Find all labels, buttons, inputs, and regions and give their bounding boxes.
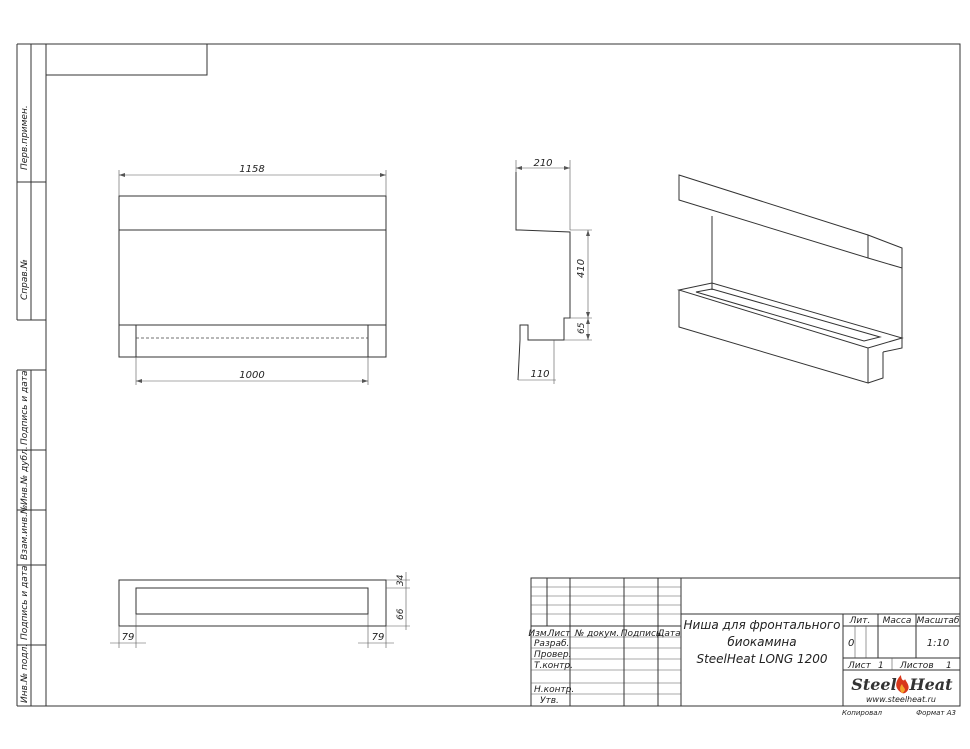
- copied-label: Копировал: [842, 709, 883, 717]
- drawing-title-line3: SteelHeat LONG 1200: [696, 652, 827, 666]
- side-strip: [16, 43, 46, 707]
- side-label-vzam-inv: Взам.инв.№: [20, 505, 30, 560]
- col-date: Дата: [656, 629, 680, 639]
- side-label-inv-podl: Инв.№ подл.: [20, 644, 30, 703]
- dim-front-inner: 1000: [239, 370, 264, 381]
- format-label: Формат A3: [916, 709, 956, 717]
- dim-top-height-1: 34: [396, 574, 406, 586]
- col-izm: Изм.: [528, 629, 549, 639]
- col-doc: № докум.: [574, 629, 619, 639]
- dim-top-height-2: 66: [396, 608, 406, 620]
- side-label-podpis-data-2: Подпись и дата: [20, 565, 30, 640]
- scale-value: 1:10: [927, 638, 949, 649]
- drawing-frame: [45, 43, 961, 707]
- front-view: [118, 170, 387, 385]
- row-prover: Провер.: [534, 650, 571, 660]
- logo-text-right: Heat: [908, 675, 953, 694]
- logo-text-left: Steel: [851, 675, 896, 694]
- lit-label: Лит.: [849, 616, 871, 626]
- steelheat-logo: Steel Heat: [851, 675, 953, 694]
- side-label-podpis-data-1: Подпись и дата: [20, 370, 30, 445]
- drawing-title-line2: биокамина: [727, 635, 796, 649]
- dim-side-bottom: 110: [530, 369, 549, 380]
- dim-side-lower: 65: [577, 322, 587, 334]
- col-list: Лист: [547, 629, 572, 639]
- website: www.steelheat.ru: [866, 695, 936, 704]
- dim-side-depth: 210: [533, 158, 552, 169]
- row-tkontr: Т.контр.: [534, 661, 573, 671]
- side-label-sprav-no: Справ.№: [20, 259, 30, 300]
- top-left-stamp: [45, 43, 208, 76]
- flame-icon: [896, 675, 909, 694]
- drawing-title-line1: Ниша для фронтального: [684, 618, 841, 632]
- row-razrab: Разраб.: [534, 639, 569, 649]
- col-sign: Подпись: [621, 629, 661, 639]
- mass-label: Масса: [883, 616, 912, 626]
- side-label-inv-dubl: Инв.№ дубл.: [20, 446, 30, 505]
- dim-top-left: 79: [122, 632, 135, 643]
- sheet-value: 1: [878, 661, 884, 671]
- dim-top-right: 79: [372, 632, 385, 643]
- isometric-view: [677, 174, 904, 384]
- row-utv: Утв.: [540, 696, 559, 706]
- sheets-value: 1: [946, 661, 952, 671]
- side-view: [515, 160, 592, 384]
- sheet-label: Лист: [847, 661, 872, 671]
- title-block: [530, 577, 961, 707]
- scale-label: Масштаб: [917, 616, 960, 626]
- dim-side-height: 410: [576, 259, 587, 278]
- dim-front-width: 1158: [239, 164, 264, 175]
- row-nkontr: Н.контр.: [534, 685, 574, 695]
- top-view: [110, 572, 410, 648]
- lit-value: 0: [848, 638, 854, 649]
- sheets-label: Листов: [899, 661, 934, 671]
- side-label-perv-primen: Перв.примен.: [20, 105, 30, 170]
